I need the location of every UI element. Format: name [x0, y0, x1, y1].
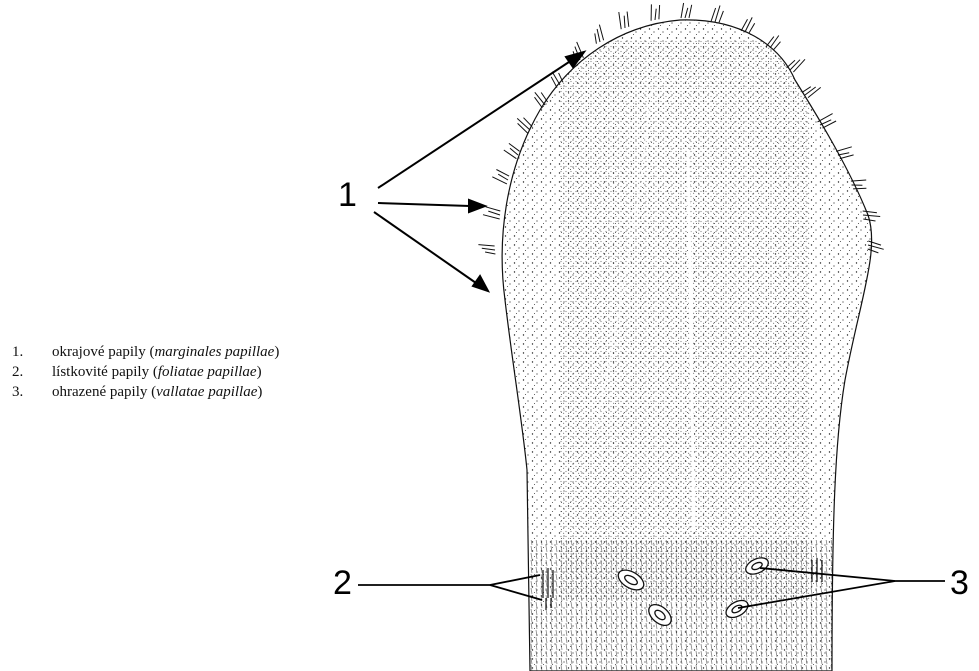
callout-label-3: 3 — [950, 566, 969, 600]
papilla-hair — [535, 97, 543, 108]
papilla-hair — [655, 9, 656, 20]
papilla-hair — [488, 211, 500, 215]
legend-text: lístkovité papily ( — [52, 364, 158, 380]
papilla-hair — [749, 23, 755, 33]
papilla-hair — [504, 150, 517, 159]
papilla-hair — [619, 12, 621, 29]
papilla-hair — [851, 180, 866, 181]
papilla-hair — [485, 252, 495, 254]
papilla-hair — [719, 11, 723, 23]
legend-number: 2. — [12, 362, 52, 382]
legend: 1. okrajové papily (marginales papillae)… — [12, 342, 279, 402]
papilla-hair — [711, 8, 716, 22]
legend-latin-term: vallatae papillae — [156, 384, 257, 400]
papilla-hair — [840, 155, 854, 159]
papilla-hair — [774, 42, 781, 50]
papilla-hair — [482, 248, 495, 250]
papilla-hair — [790, 60, 800, 70]
callout-2-leaders — [358, 575, 542, 600]
papilla-hair — [599, 25, 603, 41]
papilla-hair — [836, 147, 852, 152]
papilla-hair — [659, 5, 660, 19]
legend-item: 2. lístkovité papily (foliatae papillae) — [12, 362, 279, 382]
papilla-hair — [486, 207, 501, 211]
papilla-hair — [627, 12, 629, 27]
papilla-hair — [853, 188, 866, 189]
papilla-hair — [595, 33, 597, 43]
legend-latin-term: foliatae papillae — [158, 364, 257, 380]
legend-latin-term: marginales papillae — [154, 344, 274, 360]
papilla-hair — [805, 87, 816, 95]
papilla-hair — [478, 245, 494, 246]
legend-text: okrajové papily ( — [52, 344, 154, 360]
papilla-hair — [518, 123, 528, 133]
papilla-hair — [496, 170, 509, 177]
papilla-hair — [685, 8, 688, 18]
legend-item: 1. okrajové papily (marginales papillae) — [12, 342, 279, 362]
papilla-hair — [681, 3, 684, 18]
papilla-hair — [597, 29, 600, 42]
legend-number: 1. — [12, 342, 52, 362]
legend-number: 3. — [12, 382, 52, 402]
papilla-hair — [770, 36, 779, 49]
papilla-hair — [535, 92, 545, 105]
legend-close: ) — [257, 364, 262, 380]
papilla-hair — [689, 5, 692, 18]
callout-label-1: 1 — [338, 178, 357, 212]
papilla-hair — [509, 143, 520, 151]
callout-label-2: 2 — [333, 566, 352, 600]
papilla-hair — [624, 16, 625, 28]
legend-close: ) — [274, 344, 279, 360]
legend-item: 3. ohrazené papily (vallatae papillae) — [12, 382, 279, 402]
papilla-hair — [823, 121, 837, 128]
papilla-hair — [808, 87, 821, 97]
papilla-hair — [483, 215, 500, 219]
papilla-hair — [715, 6, 720, 23]
papilla-hair — [541, 93, 547, 103]
legend-close: ) — [257, 384, 262, 400]
papilla-hair — [838, 153, 849, 155]
legend-text: ohrazené papily ( — [52, 384, 156, 400]
